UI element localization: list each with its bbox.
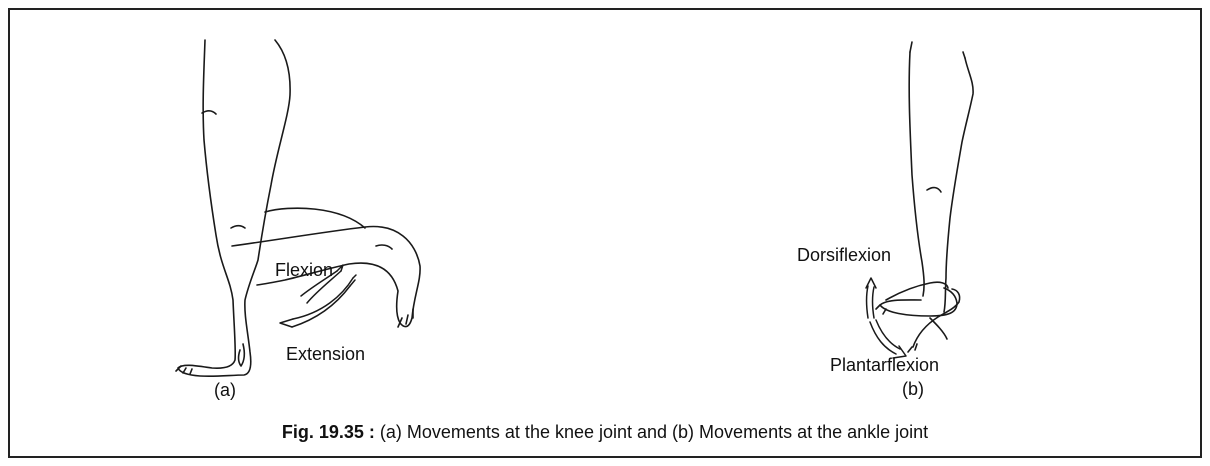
panel-a-letter: (a) bbox=[214, 380, 236, 401]
ankle-movement-arrows bbox=[866, 278, 906, 358]
dorsiflexion-label: Dorsiflexion bbox=[797, 245, 891, 266]
dorsiflexion-arrow bbox=[867, 286, 875, 318]
standing-leg-drawing bbox=[176, 40, 290, 376]
extension-arrow bbox=[292, 278, 353, 327]
caption-number: Fig. 19.35 : bbox=[282, 422, 375, 442]
panel-b-letter: (b) bbox=[902, 379, 924, 400]
extension-label: Extension bbox=[286, 344, 365, 365]
plantarflexion-arrow bbox=[870, 320, 900, 354]
caption-text: (a) Movements at the knee joint and (b) … bbox=[380, 422, 928, 442]
flexion-label: Flexion bbox=[275, 260, 333, 281]
ankle-leg-drawing bbox=[876, 42, 973, 352]
figure-caption: Fig. 19.35 : (a) Movements at the knee j… bbox=[0, 422, 1210, 443]
plantarflexion-label: Plantarflexion bbox=[830, 355, 939, 376]
